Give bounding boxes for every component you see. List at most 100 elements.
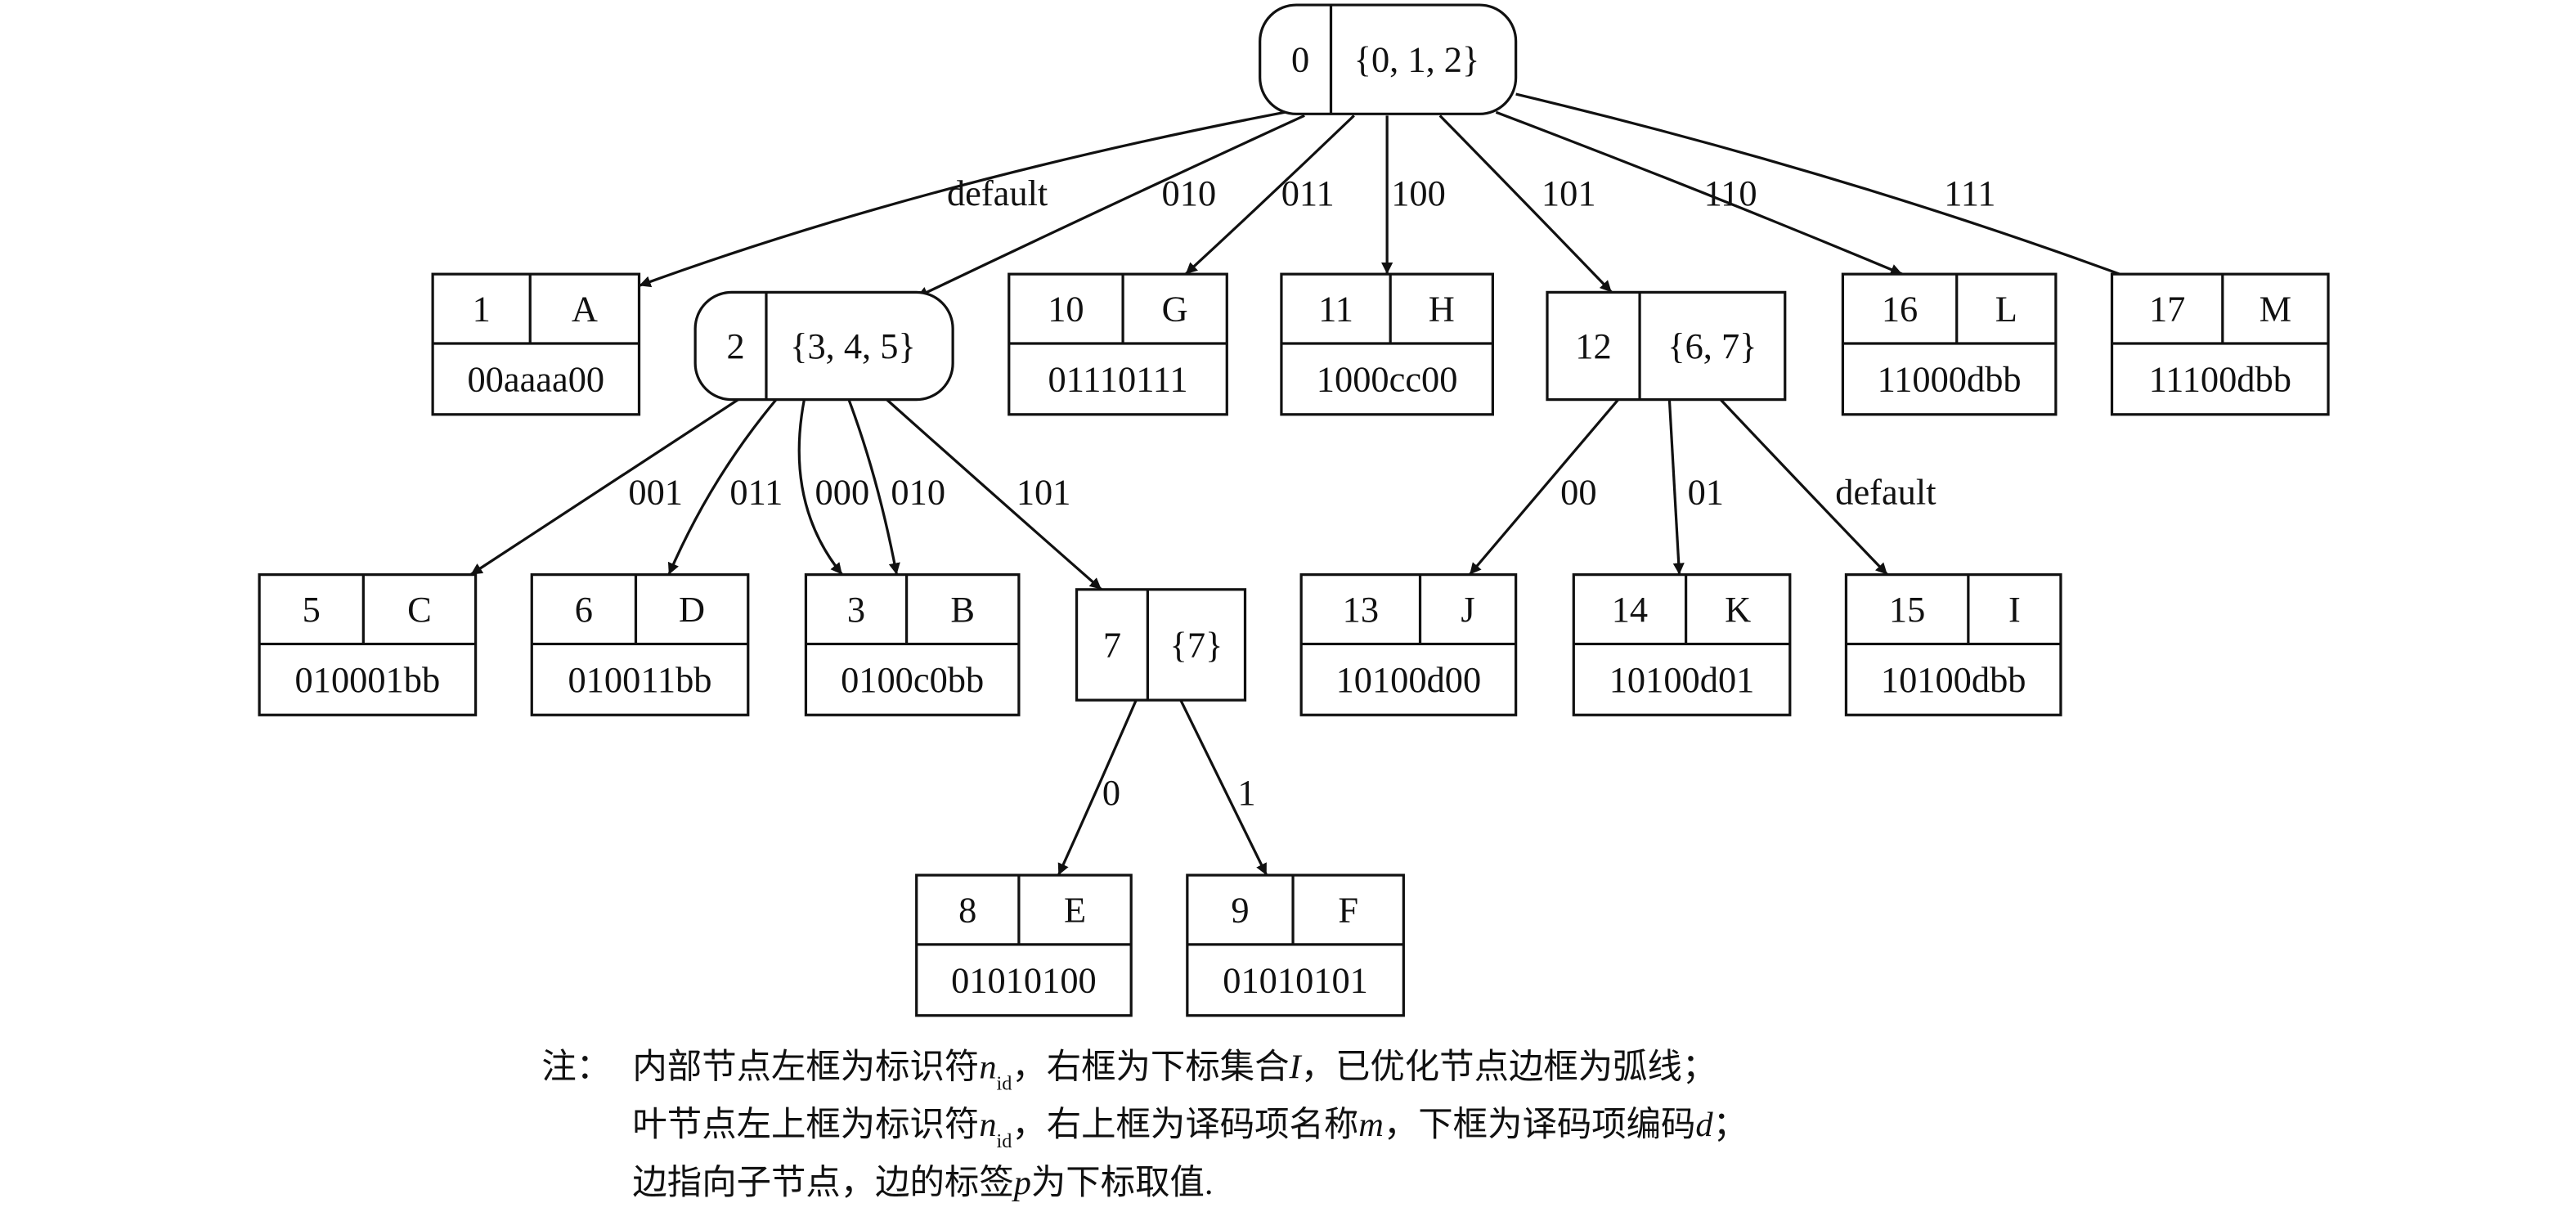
node-id: 10: [1048, 289, 1084, 330]
edge-0-to-1: default: [638, 110, 1286, 288]
node-code: 10100d01: [1609, 659, 1755, 700]
edge-0-to-11: 100: [1381, 115, 1446, 275]
edge-arrow: [1179, 699, 1268, 876]
node-id: 3: [847, 589, 865, 630]
note-segment: 为下标取值.: [1031, 1164, 1214, 1202]
node-code: 01110111: [1048, 358, 1188, 399]
edge-label: 010: [891, 472, 945, 513]
edge-arrow: [1057, 699, 1138, 876]
note-segment: id: [997, 1130, 1012, 1152]
note-segment: ，右上框为译码项名称: [1012, 1106, 1358, 1144]
note-segment: 边指向子节点，边的标签: [632, 1164, 1013, 1202]
node-item-name: K: [1725, 589, 1751, 630]
node-id: 13: [1343, 589, 1379, 630]
node-item-name: D: [679, 589, 705, 630]
edge-label: 100: [1391, 173, 1446, 213]
node-id: 11: [1318, 289, 1353, 330]
node-border: [693, 290, 954, 402]
edge-label: 011: [729, 472, 783, 513]
tree-node-14: 14 K 10100d01: [1572, 573, 1792, 716]
node-id: 9: [1231, 890, 1249, 931]
node-index-set: {0, 1, 2}: [1354, 39, 1480, 80]
tree-node-7: 7{7}: [1075, 588, 1247, 702]
note-segment: n: [979, 1106, 996, 1144]
node-item-name: F: [1338, 890, 1358, 931]
edge-12-to-13: 00: [1468, 398, 1620, 576]
node-code: 1000cc00: [1317, 358, 1458, 399]
tree-node-11: 11 H 1000cc00: [1280, 272, 1494, 416]
note-segment: p: [1012, 1164, 1031, 1202]
node-index-set: {6, 7}: [1667, 325, 1757, 366]
edge-arrow: [469, 398, 739, 576]
note-line: 边指向子节点，边的标签p为下标取值.: [632, 1164, 1213, 1202]
edge-arrow: [1438, 114, 1613, 294]
node-item-name: I: [2008, 589, 2021, 630]
node-border: [1259, 3, 1518, 115]
edge-0-to-2: 010: [916, 114, 1305, 299]
node-id: 17: [2149, 289, 2185, 330]
edge-arrow: [916, 114, 1305, 299]
edge-2-to-3: 010: [847, 399, 945, 575]
edge-arrow: [638, 110, 1286, 288]
node-index-set: {7}: [1170, 624, 1223, 665]
node-id: 16: [1882, 289, 1918, 330]
tree-node-12: 12 {6, 7}: [1546, 290, 1787, 402]
note-segment: id: [997, 1072, 1012, 1094]
node-id: 14: [1612, 589, 1648, 630]
edge-label: 101: [1016, 472, 1071, 513]
edge-label: 101: [1542, 173, 1596, 213]
edge-12-to-14: 01: [1667, 399, 1724, 575]
edge-label: 01: [1688, 472, 1724, 513]
edge-2-to-3: 000: [797, 399, 869, 576]
edge-label: 001: [628, 472, 683, 513]
node-id: 12: [1575, 325, 1611, 366]
edge-2-to-7: 101: [886, 398, 1102, 591]
edge-label: default: [1835, 472, 1936, 513]
tree-node-13: 13 J 10100d00: [1299, 573, 1518, 716]
tree-node-9: 9 F 01010101: [1186, 873, 1405, 1017]
note-segment: 叶节点左上框为标识符: [632, 1106, 979, 1144]
edge-arrow: [1184, 114, 1355, 276]
node-id: 5: [303, 589, 321, 630]
edge-12-to-15: default: [1719, 398, 1936, 576]
note-segment: n: [979, 1048, 996, 1086]
node-code: 11000dbb: [1878, 358, 2022, 399]
tree-node-2: 2 {3, 4, 5}: [693, 290, 954, 402]
tree-node-15: 15 I 10100dbb: [1844, 573, 2062, 716]
edge-arrow: [667, 398, 778, 576]
node-index-set: {3, 4, 5}: [790, 325, 916, 366]
node-id: 15: [1889, 589, 1925, 630]
node-code: 10100dbb: [1881, 659, 2026, 700]
note-segment: m: [1358, 1106, 1384, 1144]
note-segment: 内部节点左框为标识符: [632, 1048, 979, 1086]
node-code: 10100d00: [1336, 659, 1482, 700]
edge-7-to-8: 0: [1057, 699, 1138, 876]
node-item-name: A: [572, 289, 598, 330]
edge-0-to-10: 011: [1184, 114, 1355, 276]
edge-label: 010: [1162, 173, 1217, 213]
node-code: 010001bb: [295, 659, 441, 700]
edge-7-to-9: 1: [1179, 699, 1268, 876]
edge-label: 0: [1102, 772, 1120, 813]
edge-arrow: [797, 399, 844, 576]
node-code: 01010101: [1223, 959, 1368, 1000]
edge-label: 00: [1560, 472, 1596, 513]
node-code: 01010100: [951, 959, 1097, 1000]
edge-0-to-12: 101: [1438, 114, 1613, 294]
node-item-name: H: [1429, 289, 1455, 330]
node-item-name: J: [1461, 589, 1474, 630]
note-line: 叶节点左上框为标识符nid，右上框为译码项名称m，下框为译码项编码d；: [632, 1106, 1748, 1152]
node-id: 2: [727, 325, 745, 366]
note-segment: ，右框为下标集合: [1012, 1048, 1289, 1086]
node-code: 0100c0bb: [841, 659, 984, 700]
edge-arrow: [1468, 398, 1620, 576]
